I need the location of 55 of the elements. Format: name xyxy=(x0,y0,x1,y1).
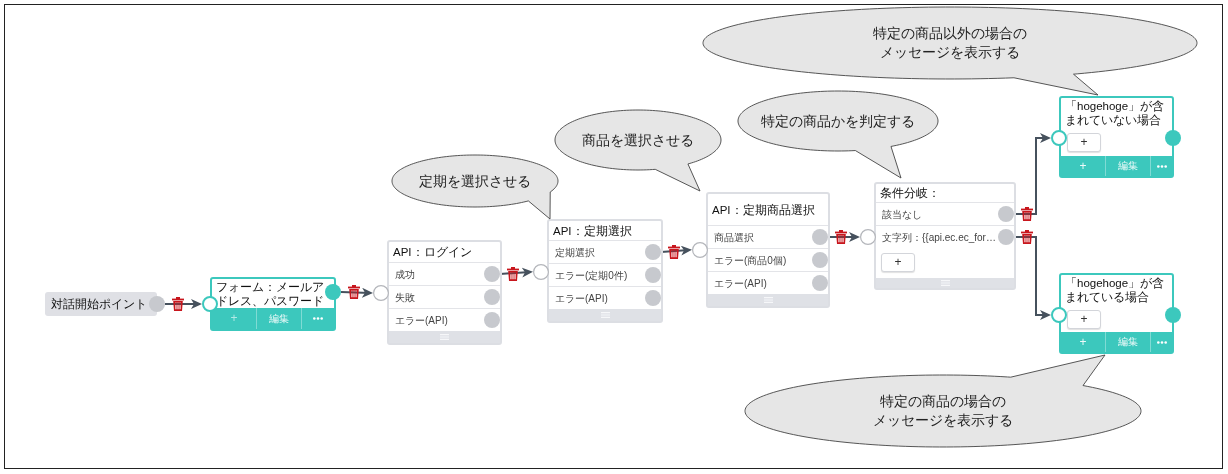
row-label: 該当なし xyxy=(882,207,922,221)
list-row xyxy=(708,225,828,248)
row-label: 定期選択 xyxy=(555,245,595,259)
row-label: 失敗 xyxy=(395,290,415,304)
card-title: 「hogehoge」が含まれていない場合 xyxy=(1065,99,1166,127)
row-label: 商品選択 xyxy=(714,230,754,244)
add-button: + xyxy=(1067,310,1101,329)
card-title: 条件分岐： xyxy=(880,186,940,200)
speech-bubble xyxy=(702,6,1198,96)
list-row xyxy=(389,308,500,331)
card-title: API：定期選択 xyxy=(553,223,632,238)
bubble-text: 特定の商品の場合のメッセージを表示する xyxy=(872,392,1014,430)
node-label: 対話開始ポイント xyxy=(51,297,147,311)
speech-bubble xyxy=(737,90,939,179)
bubble-text: 特定の商品以外の場合のメッセージを表示する xyxy=(872,24,1028,62)
row-label: エラー(定期0件) xyxy=(555,268,628,282)
arrow xyxy=(660,245,692,256)
card-title: API：ログイン xyxy=(393,245,472,259)
list-row xyxy=(549,240,661,263)
list-row xyxy=(708,271,828,294)
list-row xyxy=(389,262,500,285)
speech-bubble xyxy=(391,154,559,220)
card-title: 「hogehoge」が含まれている場合 xyxy=(1065,276,1166,304)
list-row xyxy=(708,248,828,271)
list-row xyxy=(876,202,1014,225)
row-label: 成功 xyxy=(395,267,415,281)
bubble-text: 定期を選択させる xyxy=(419,171,531,191)
arrow xyxy=(164,299,202,309)
add-button: + xyxy=(1061,156,1106,176)
arrow xyxy=(1013,236,1051,320)
row-label: 文字列：{{api.ec.ec_for… xyxy=(882,230,996,244)
card-title: API：定期商品選択 xyxy=(712,202,815,217)
edit-button: 編集 xyxy=(257,308,302,329)
edit-button: 編集 xyxy=(1106,332,1151,352)
list-row xyxy=(549,263,661,286)
arrow xyxy=(827,232,860,242)
add-button: + xyxy=(881,253,915,272)
arrow xyxy=(1013,133,1051,215)
speech-bubble xyxy=(554,109,722,192)
bubble-text: 商品を選択させる xyxy=(582,130,694,150)
list-row xyxy=(389,285,500,308)
arrow xyxy=(340,287,373,298)
list-row xyxy=(549,286,661,309)
speech-bubble xyxy=(744,354,1142,448)
row-label: エラー(API) xyxy=(555,291,608,305)
list-row xyxy=(876,225,1014,248)
add-button: + xyxy=(1067,133,1101,152)
row-label: エラー(API) xyxy=(714,276,767,290)
row-label: エラー(API) xyxy=(395,313,448,327)
bubble-text: 特定の商品かを判定する xyxy=(761,111,915,131)
card-title: フォーム：メールアドレス、パスワード xyxy=(216,280,324,308)
arrow xyxy=(499,267,533,278)
add-button: + xyxy=(1061,332,1106,352)
row-label: エラー(商品0個) xyxy=(714,253,787,267)
edit-button: 編集 xyxy=(1106,156,1151,176)
